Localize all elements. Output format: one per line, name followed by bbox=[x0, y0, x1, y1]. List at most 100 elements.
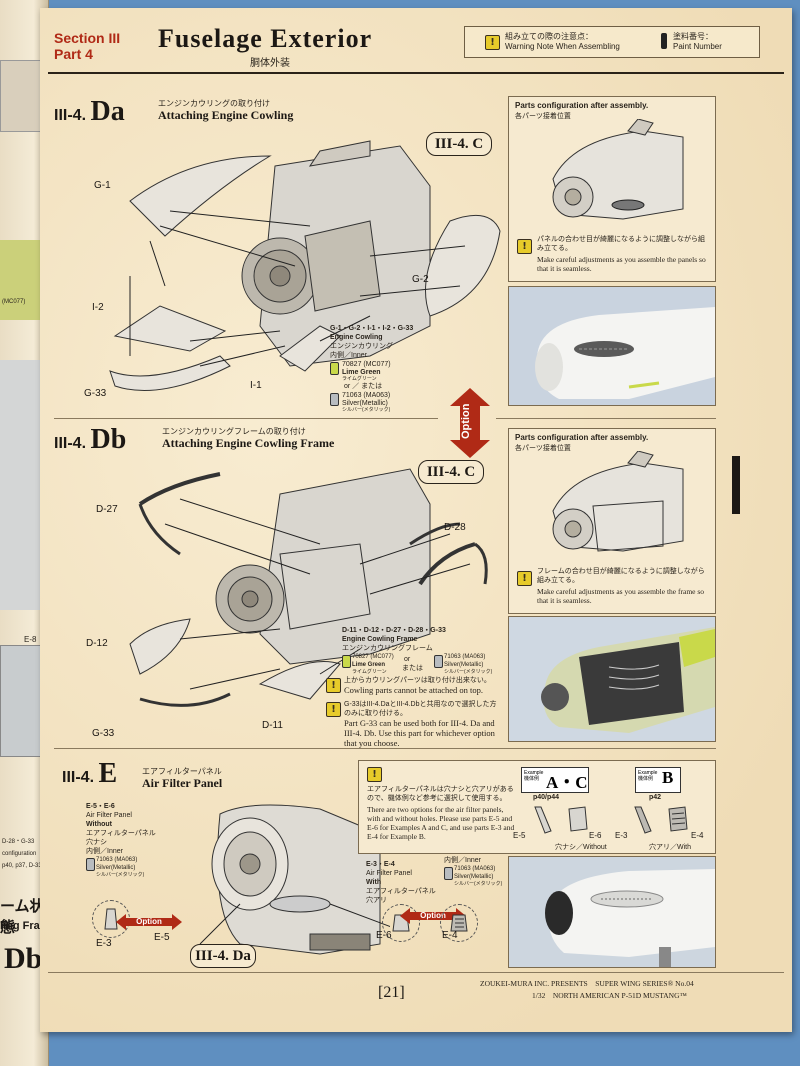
paint-name-jp: シルバー(メタリック) bbox=[342, 407, 391, 413]
callout-variant: With bbox=[366, 879, 382, 886]
step-e-heading: III-4. E bbox=[62, 758, 117, 790]
section-edge-tab bbox=[732, 456, 740, 514]
left-page-fragment: E-8 bbox=[24, 635, 37, 644]
silver-paint-chip bbox=[86, 858, 95, 871]
config-box-title-jp: 各パーツ接着位置 bbox=[515, 113, 571, 120]
part-label-e6: E-6 bbox=[589, 831, 602, 840]
lime-green-paint-chip bbox=[342, 655, 351, 668]
section-number: Section III bbox=[54, 30, 121, 46]
paint-code: 71063 (MA063) bbox=[342, 392, 391, 399]
manual-page: Section III Part 4 Fuselage Exterior 胴体外… bbox=[40, 8, 792, 1032]
step-prefix: III-4. bbox=[54, 435, 87, 452]
paint-name: Silver(Metallic) bbox=[454, 874, 494, 880]
step-db-subtitle-en: Attaching Engine Cowling Frame bbox=[162, 436, 335, 450]
step-db-diagram bbox=[129, 468, 488, 707]
step-db-photo bbox=[508, 616, 716, 742]
callout-variant: Without bbox=[86, 821, 112, 828]
example-label: Example 機体例 bbox=[638, 770, 658, 782]
step-divider bbox=[54, 418, 438, 419]
example-badge-b: Example 機体例 B bbox=[635, 767, 681, 793]
step-da-paint-callout: G-1・G-2・I-1・I-2・G-33 Engine Cowling エンジン… bbox=[330, 324, 480, 413]
with-caption: 穴アリ／With bbox=[649, 844, 691, 851]
paint-callout-title: Engine Cowling bbox=[330, 334, 383, 341]
example-pages: p40/p44 bbox=[533, 794, 560, 801]
step-e-note-box: ! エアフィルターパネルは穴ナシと穴アリがあるので、機体例など参考に選択して使用… bbox=[358, 760, 716, 854]
step-prefix: III-4. bbox=[54, 107, 87, 124]
legend-warning-en: Warning Note When Assembling bbox=[505, 42, 620, 51]
option-tag-label: Option bbox=[420, 911, 446, 920]
warning-text-jp: G-33はIII-4.DaとIII-4.Dbと共用なので選択した方のみに取り付け… bbox=[344, 701, 497, 717]
photo-cowling-model bbox=[509, 287, 715, 405]
callout-parts: E-3・E-4 bbox=[366, 861, 395, 868]
callout-variant-jp: 穴ナシ bbox=[86, 839, 107, 846]
left-page-fragment: ling Frame bbox=[0, 920, 48, 932]
part-label-e5: E-5 bbox=[513, 831, 526, 840]
part-label-d12: D-12 bbox=[86, 638, 108, 649]
warning-icon: ! bbox=[517, 571, 532, 586]
step-da-subtitle-en: Attaching Engine Cowling bbox=[158, 108, 294, 122]
legend-warning-jp: 組み立ての際の注意点： bbox=[505, 32, 593, 41]
step-divider bbox=[54, 748, 716, 749]
step-e-callout-without: E-5・E-6 Air Filter Panel Without エアフィルター… bbox=[86, 802, 196, 880]
footer-series: ZOUKEI-MURA INC. PRESENTS SUPER WING SER… bbox=[480, 979, 694, 988]
paint-code: 71063 (MA063) bbox=[454, 866, 496, 872]
part-label-e3: E-3 bbox=[96, 938, 112, 949]
warning-text-jp: 上からカウリングパーツは取り付け出来ない。 bbox=[344, 677, 491, 684]
paint-name: Silver(Metallic) bbox=[444, 662, 484, 668]
paint-name: Lime Green bbox=[342, 369, 381, 376]
part-label-i2: I-2 bbox=[92, 302, 104, 313]
page-title: Fuselage Exterior bbox=[158, 24, 373, 53]
paint-code: 70827 (MC077) bbox=[342, 361, 391, 368]
warning-text-en: Part G-33 can be used both for III-4. Da… bbox=[344, 718, 495, 748]
part-label-g2: G-2 bbox=[412, 274, 429, 285]
left-page-fragment: (MC077) bbox=[2, 299, 26, 305]
step-e-photo bbox=[508, 856, 716, 968]
step-da-config-box: Parts configuration after assembly. 各パーツ… bbox=[508, 96, 716, 282]
step-da-subtitle-jp: エンジンカウリングの取り付け bbox=[158, 99, 270, 108]
paint-name: Lime Green bbox=[352, 662, 386, 668]
step-db-subtitle-jp: エンジンカウリングフレームの取り付け bbox=[162, 427, 306, 436]
paint-name: Silver(Metallic) bbox=[342, 400, 388, 407]
section-label: Section III Part 4 bbox=[54, 30, 120, 62]
option-label: Option bbox=[460, 403, 472, 439]
part-label-g33: G-33 bbox=[92, 728, 115, 739]
part-label-e6: E-6 bbox=[376, 930, 392, 941]
step-e-subtitle-en: Air Filter Panel bbox=[142, 776, 223, 790]
lime-green-paint-chip bbox=[330, 362, 339, 375]
config-box-title: Parts configuration after assembly. bbox=[515, 433, 649, 442]
config-box-note-en: Make careful adjustments as you assemble… bbox=[537, 587, 705, 605]
step-e-subtitle-jp: エアフィルターパネル bbox=[142, 767, 222, 776]
callout-inner: 内側／Inner bbox=[444, 857, 481, 864]
without-caption: 穴ナシ／Without bbox=[555, 844, 607, 851]
example-letters: B bbox=[662, 768, 674, 787]
step-da-photo bbox=[508, 286, 716, 406]
paint-callout-parts: G-1・G-2・I-1・I-2・G-33 bbox=[330, 325, 414, 332]
paint-name-jp: シルバー(メタリック) bbox=[96, 872, 145, 878]
left-page-lime-swatch bbox=[0, 240, 40, 320]
part-number: Part 4 bbox=[54, 46, 93, 62]
callout-title-jp: エアフィルターパネル bbox=[366, 888, 436, 895]
paint-callout-parts: D-11・D-12・D-27・D-28・G-33 bbox=[342, 627, 446, 634]
warning-icon: ! bbox=[367, 767, 382, 782]
step-letter: E bbox=[98, 758, 118, 789]
step-da-diagram bbox=[109, 140, 501, 391]
option-arrow bbox=[450, 388, 490, 458]
paint-name-jp: シルバー(メタリック) bbox=[444, 669, 493, 675]
example-label: Example 機体例 bbox=[524, 770, 544, 782]
config-box-title-jp: 各パーツ接着位置 bbox=[515, 445, 571, 452]
legend-box: ! 組み立ての際の注意点： Warning Note When Assembli… bbox=[464, 26, 760, 58]
header-rule bbox=[48, 72, 784, 74]
step-reference-box: III-4. C bbox=[426, 132, 492, 156]
part-label-e4: E-4 bbox=[442, 930, 458, 941]
step-db-warning-1: ! 上からカウリングパーツは取り付け出来ない。 Cowling parts ca… bbox=[326, 676, 502, 695]
config-box-illustration bbox=[552, 451, 684, 552]
part-label-d11: D-11 bbox=[262, 720, 283, 731]
page-number: [21] bbox=[378, 984, 405, 1001]
legend-paint-en: Paint Number bbox=[673, 42, 722, 51]
step-da-heading: III-4. Da bbox=[54, 96, 125, 128]
paint-name-jp: ライムグリーン bbox=[352, 669, 387, 675]
photo-air-filter-model bbox=[509, 857, 715, 967]
step-e-callout-with-paint: 内側／Inner 71063 (MA063) Silver(Metallic) … bbox=[444, 856, 514, 889]
callout-variant-jp: 穴アリ bbox=[366, 897, 387, 904]
step-reference-box: III-4. Da bbox=[190, 944, 256, 968]
